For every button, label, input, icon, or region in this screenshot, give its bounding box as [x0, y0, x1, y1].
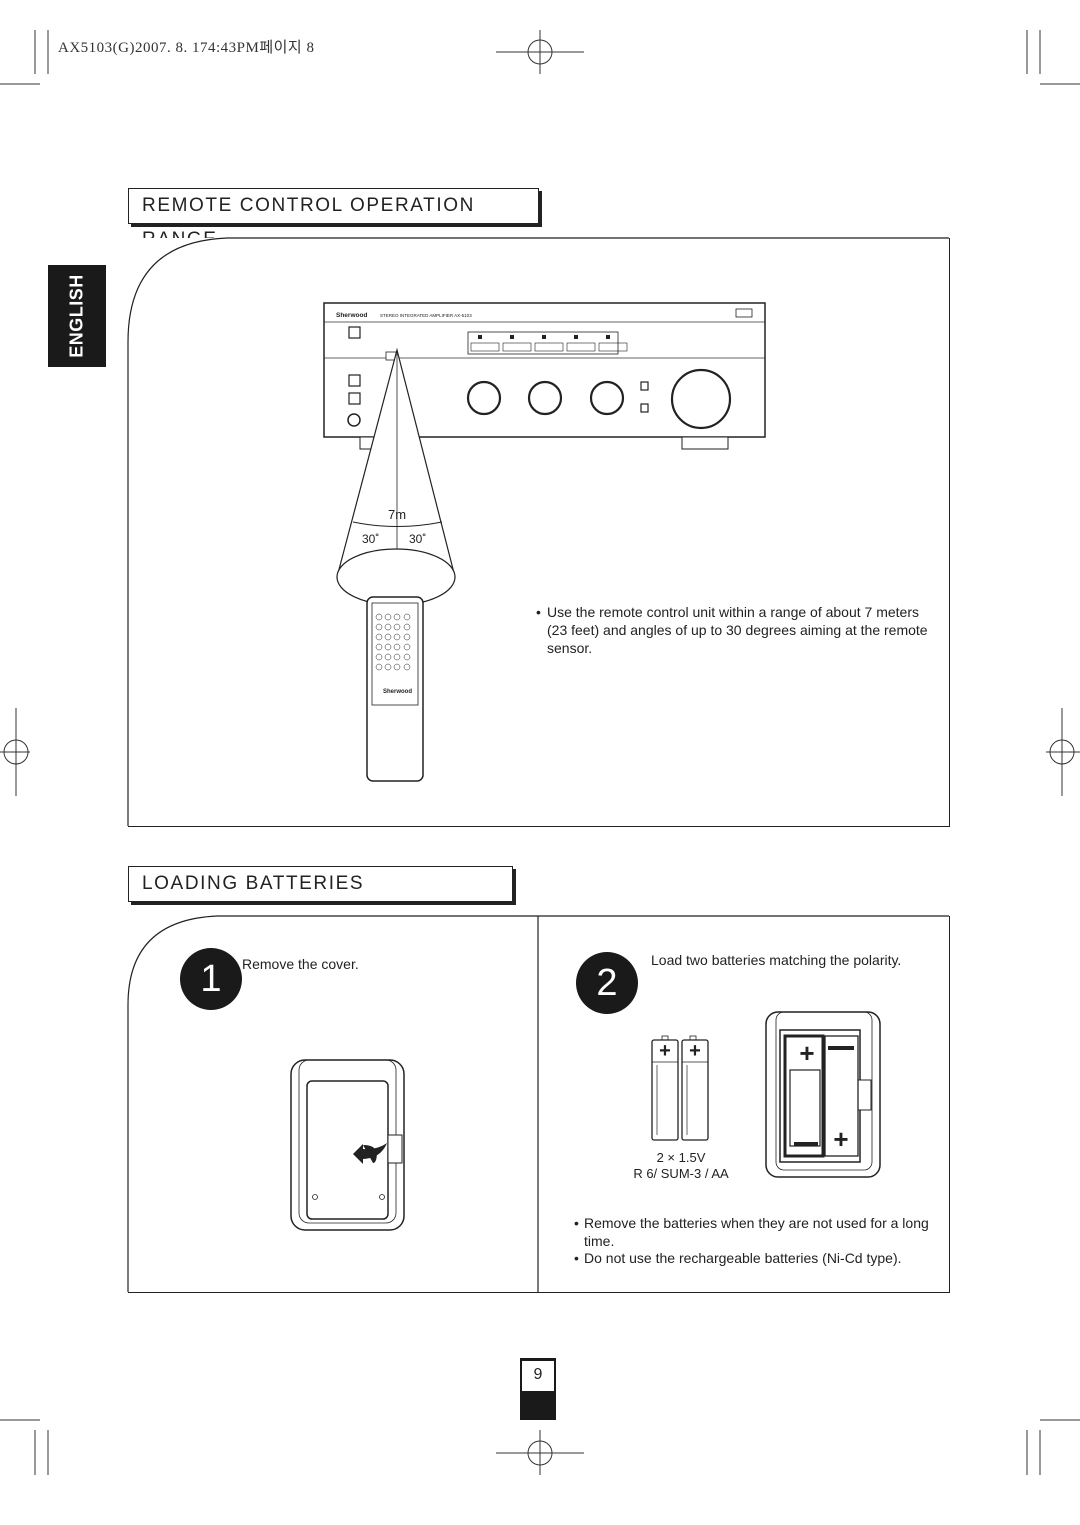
- battery-compartment-illustration: + +: [765, 1011, 881, 1178]
- section-title-remote-range: REMOTE CONTROL OPERATION RANGE: [128, 188, 539, 250]
- svg-text:+: +: [689, 1040, 701, 1062]
- battery-spec-2: R 6/ SUM-3 / AA: [633, 1166, 729, 1181]
- section-title-text: LOADING BATTERIES: [142, 873, 365, 894]
- battery-spec-1: 2 × 1.5V: [656, 1150, 706, 1165]
- svg-text:+: +: [833, 1124, 848, 1154]
- section-title-loading-batteries: LOADING BATTERIES: [128, 866, 513, 902]
- angle-right-label: 30˚: [409, 532, 427, 546]
- print-header: AX5103(G)2007. 8. 174:43PM페이지 8: [58, 40, 315, 56]
- language-tab: ENGLISH: [48, 265, 106, 367]
- step-1-text: Remove the cover.: [242, 956, 359, 972]
- amplifier-model-text: STEREO INTEGRATED AMPLIFIER AX-5103: [380, 313, 472, 318]
- bullet: •: [574, 1250, 579, 1266]
- battery-note-1: • Remove the batteries when they are not …: [574, 1214, 934, 1250]
- page-number: 9: [522, 1361, 554, 1391]
- battery-note-1-text: Remove the batteries when they are not u…: [584, 1215, 929, 1249]
- page-number-box: 9: [520, 1358, 556, 1420]
- svg-text:+: +: [659, 1040, 671, 1062]
- bullet: •: [574, 1215, 579, 1231]
- battery-note-2: • Do not use the rechargeable batteries (…: [574, 1249, 934, 1267]
- angle-left-label: 30˚: [362, 532, 380, 546]
- range-note: • Use the remote control unit within a ra…: [536, 603, 941, 657]
- batteries-illustration: + +: [651, 1035, 709, 1141]
- range-note-text: Use the remote control unit within a ran…: [547, 604, 928, 656]
- language-tab-label: ENGLISH: [66, 274, 87, 358]
- remote-cover-illustration: [290, 1059, 405, 1231]
- remote-brand: Sherwood: [383, 689, 412, 695]
- range-cone-illustration: Sherwood: [336, 347, 456, 782]
- range-label: 7m: [388, 507, 407, 522]
- panel-frame: [127, 237, 949, 826]
- step-2-text: Load two batteries matching the polarity…: [651, 952, 902, 968]
- panel-frame: [127, 915, 949, 1292]
- step-2-number: 2: [576, 952, 638, 1014]
- svg-text:+: +: [799, 1038, 814, 1068]
- amplifier-brand: Sherwood: [336, 312, 367, 319]
- step-1-number: 1: [180, 948, 242, 1010]
- battery-note-2-text: Do not use the rechargeable batteries (N…: [584, 1250, 902, 1266]
- bullet: •: [536, 604, 541, 620]
